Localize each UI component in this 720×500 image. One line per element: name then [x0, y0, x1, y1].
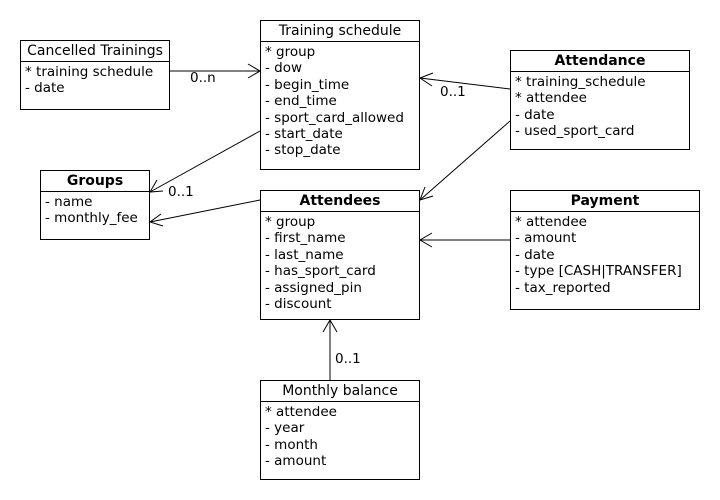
- arrowhead-balance-to-attendees: [322, 319, 338, 333]
- entity-attendance[interactable]: Attendance * training_schedule * attende…: [510, 50, 690, 150]
- attribute: - assigned_pin: [265, 279, 362, 296]
- attribute: - tax_reported: [515, 279, 611, 296]
- arrowhead-attendance-to-attendees: [419, 186, 434, 201]
- attribute: - end_time: [265, 93, 337, 110]
- attribute: - amount: [265, 453, 327, 470]
- attribute: - last_name: [265, 246, 344, 263]
- attribute: - month: [265, 436, 318, 453]
- entity-title: Attendance: [511, 51, 689, 72]
- attribute: - start_date: [265, 126, 343, 143]
- multiplicity-balance-attendees: 0..1: [335, 351, 361, 367]
- edge-attendance-to-schedule: [419, 77, 511, 90]
- entity-title: Payment: [511, 191, 699, 212]
- attribute: - stop_date: [265, 142, 341, 159]
- attribute: - year: [265, 420, 305, 437]
- entity-title: Monthly balance: [261, 381, 419, 402]
- entity-attendees[interactable]: Attendees * group - first_name - last_na…: [260, 190, 420, 320]
- attribute: - used_sport_card: [515, 123, 635, 140]
- entity-title: Groups: [41, 171, 149, 192]
- entity-groups[interactable]: Groups - name - monthly_fee: [40, 170, 150, 240]
- edge-attendance-to-attendees: [419, 120, 511, 201]
- attribute: - type [CASH|TRANSFER]: [515, 263, 682, 280]
- multiplicity-attendees-groups: 0..1: [168, 184, 194, 200]
- attribute: * training schedule: [25, 64, 154, 80]
- attribute: - sport_card_allowed: [265, 109, 404, 126]
- edge-attendees-to-groups: [149, 199, 261, 223]
- entity-title: Attendees: [261, 191, 419, 212]
- attribute: * attendee: [515, 90, 587, 107]
- entity-payment[interactable]: Payment * attendee - amount - date - typ…: [510, 190, 700, 310]
- attribute: * attendee: [265, 404, 337, 420]
- arrowhead-payment-to-attendees: [419, 232, 433, 248]
- multiplicity-cancelled-schedule: 0..n: [190, 70, 216, 86]
- attribute: * group: [265, 214, 316, 230]
- entity-title: Training schedule: [261, 21, 419, 42]
- attribute: - discount: [265, 296, 332, 313]
- entity-monthly-balance[interactable]: Monthly balance * attendee - year - mont…: [260, 380, 420, 480]
- attribute: - begin_time: [265, 76, 350, 93]
- multiplicity-attendance-schedule: 0..1: [440, 84, 466, 100]
- attribute: - has_sport_card: [265, 263, 376, 280]
- attribute: * training_schedule: [515, 74, 646, 90]
- attribute: - amount: [515, 230, 577, 247]
- attribute: - date: [25, 80, 65, 97]
- attribute: * attendee: [515, 214, 587, 230]
- attribute: - date: [515, 246, 555, 263]
- arrowhead-schedule-to-groups: [149, 179, 164, 193]
- entity-cancelled-trainings[interactable]: Cancelled Trainings * training schedule …: [20, 40, 170, 110]
- entity-title: Cancelled Trainings: [21, 41, 169, 62]
- attribute: - dow: [265, 60, 303, 77]
- attribute: - date: [515, 106, 555, 123]
- edge-schedule-to-groups: [149, 130, 261, 193]
- attribute: - first_name: [265, 230, 346, 247]
- attribute: - monthly_fee: [45, 210, 138, 227]
- arrowhead-attendees-to-groups: [148, 213, 164, 227]
- attribute: - name: [45, 194, 93, 210]
- arrowhead-attendance-to-schedule: [418, 72, 434, 87]
- attribute: * group: [265, 44, 316, 60]
- entity-training-schedule[interactable]: Training schedule * group - dow - begin_…: [260, 20, 420, 170]
